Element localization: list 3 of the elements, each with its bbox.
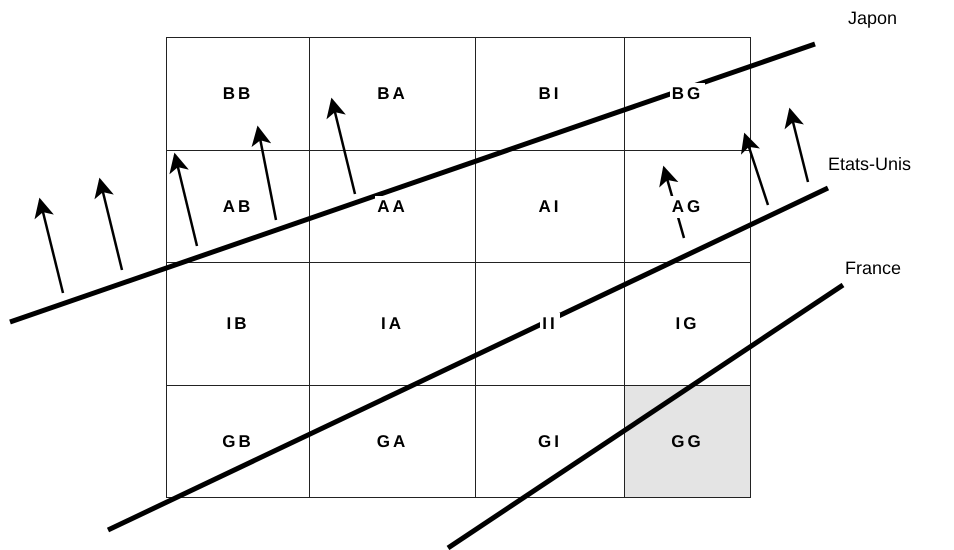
line-label: Etats-Unis: [828, 154, 912, 175]
line-label: France: [845, 258, 902, 279]
line-label: Japon: [848, 8, 898, 29]
